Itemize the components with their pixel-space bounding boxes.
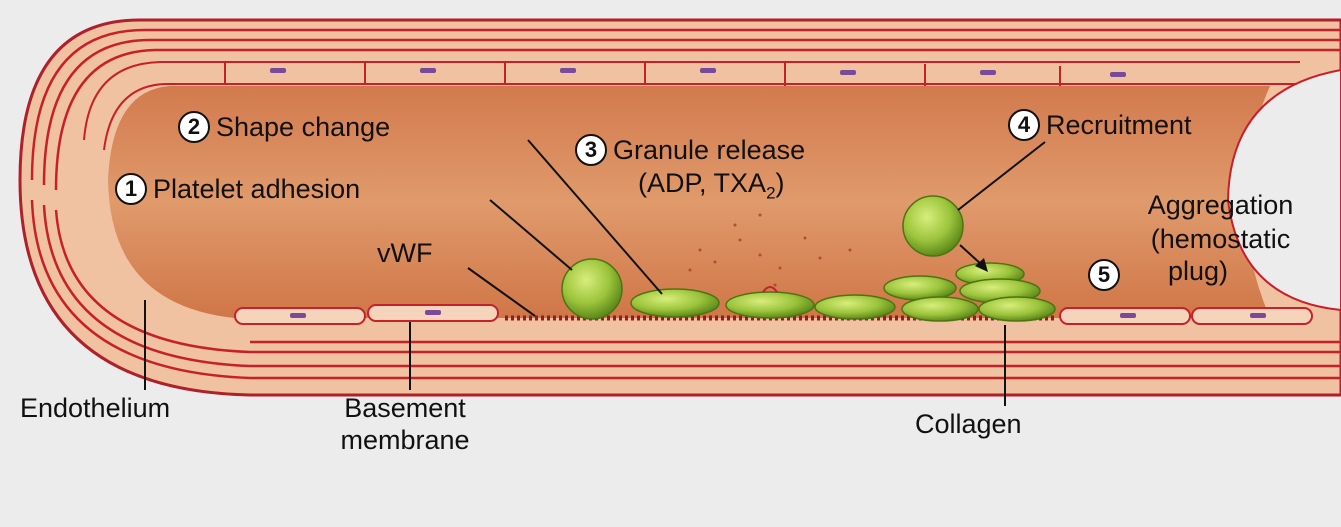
endothelium-label: Endothelium (20, 393, 170, 423)
step-3-subscript: 2 (766, 183, 775, 202)
step-1-number: 1 (115, 173, 147, 205)
basement-label-line1: Basement (300, 393, 510, 423)
step-5-line3: plug) (1168, 256, 1228, 286)
platelet-aggregate (815, 295, 895, 319)
step-4-number: 4 (1008, 109, 1040, 141)
step-5-number: 5 (1088, 259, 1120, 291)
step-3-mediators: (ADP, TXA (638, 168, 766, 198)
platelet-recruited (903, 196, 963, 256)
step-5-label: 5 (1088, 258, 1126, 291)
platelet-shape-change (631, 289, 719, 317)
step-3-number: 3 (575, 134, 607, 166)
step-4-text: Recruitment (1046, 110, 1192, 140)
step-3-subtext: (ADP, TXA2) (638, 168, 785, 208)
step-3-mediators-end: ) (776, 168, 785, 198)
step-5-line1: Aggregation (1100, 190, 1341, 220)
step-1-text: Platelet adhesion (153, 174, 360, 204)
platelet-granule-release (726, 292, 814, 318)
collagen-label: Collagen (915, 409, 1022, 439)
step-2-text: Shape change (216, 112, 390, 142)
step-5-line2: (hemostatic (1100, 224, 1341, 254)
platelet-aggregate (979, 297, 1055, 321)
step-2-number: 2 (178, 111, 210, 143)
vwf-label: vWF (377, 238, 432, 268)
step-3-text: Granule release (613, 135, 805, 165)
basement-label-line2: membrane (300, 425, 510, 455)
platelet-aggregate (902, 297, 978, 321)
